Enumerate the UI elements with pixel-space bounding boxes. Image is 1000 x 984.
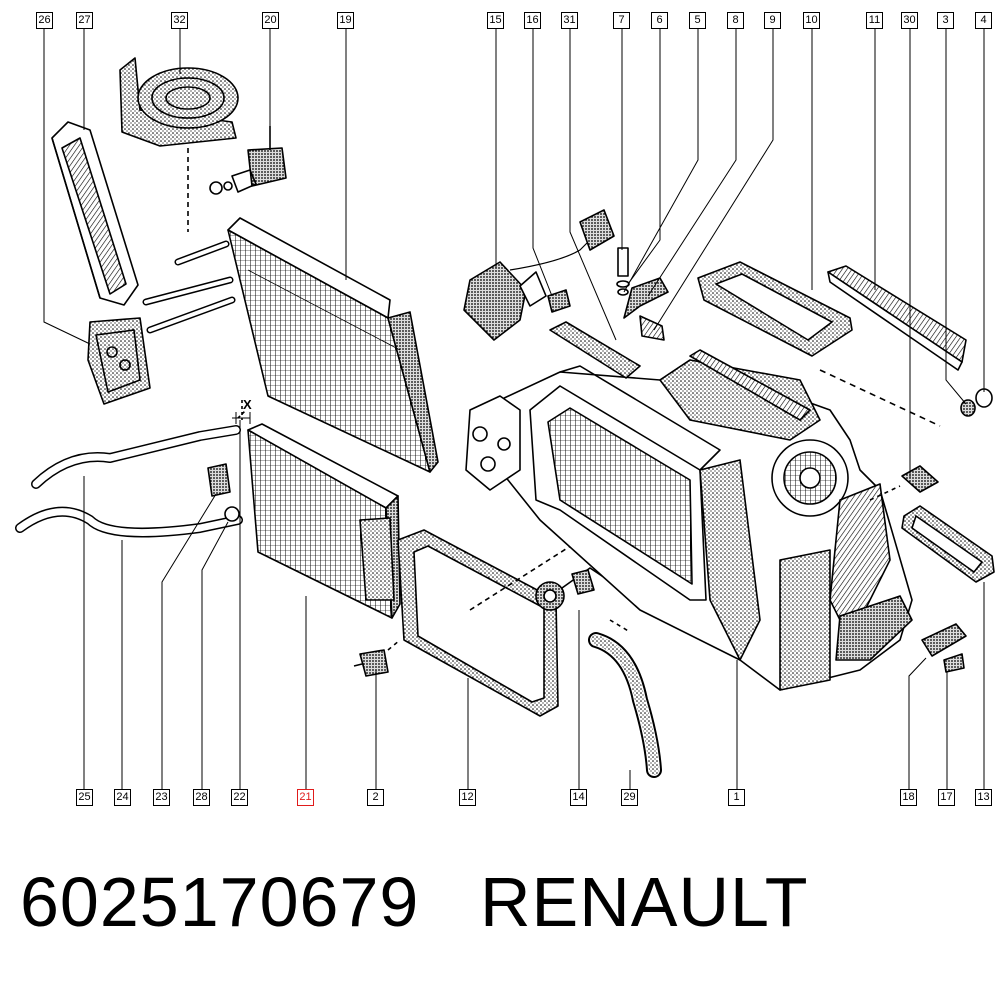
filter-frame-part bbox=[51, 121, 139, 306]
callout-3[interactable]: 3 bbox=[937, 12, 954, 29]
callout-26[interactable]: 26 bbox=[36, 12, 53, 29]
callout-28[interactable]: 28 bbox=[193, 789, 210, 806]
callout-17[interactable]: 17 bbox=[938, 789, 955, 806]
screw-part bbox=[353, 639, 401, 677]
evaporator-part bbox=[142, 217, 439, 473]
fan-wheel-part bbox=[535, 567, 609, 611]
actuator-part bbox=[463, 209, 641, 379]
callout-13[interactable]: 13 bbox=[975, 789, 992, 806]
callout-25[interactable]: 25 bbox=[76, 789, 93, 806]
dimension-x-label: X bbox=[243, 397, 252, 412]
callout-10[interactable]: 10 bbox=[803, 12, 820, 29]
leader-lines bbox=[43, 28, 985, 790]
foam-roll-part bbox=[119, 57, 239, 232]
pad-part bbox=[869, 465, 939, 501]
part-number-caption: 6025170679 bbox=[20, 863, 420, 941]
hvac-housing-part bbox=[465, 349, 913, 691]
callout-14[interactable]: 14 bbox=[570, 789, 587, 806]
pollen-filter-part bbox=[827, 265, 967, 371]
heater-hoses-part bbox=[15, 400, 247, 538]
brand-caption: RENAULT bbox=[480, 863, 809, 941]
drain-hose-part bbox=[588, 619, 662, 778]
frame-seal-part bbox=[697, 261, 853, 357]
callout-9[interactable]: 9 bbox=[764, 12, 781, 29]
callout-20[interactable]: 20 bbox=[262, 12, 279, 29]
callout-6[interactable]: 6 bbox=[651, 12, 668, 29]
callout-7[interactable]: 7 bbox=[613, 12, 630, 29]
callout-31[interactable]: 31 bbox=[561, 12, 578, 29]
callout-8[interactable]: 8 bbox=[727, 12, 744, 29]
plug-parts bbox=[819, 369, 993, 427]
callout-23[interactable]: 23 bbox=[153, 789, 170, 806]
expansion-valve-part bbox=[209, 126, 287, 195]
callout-24[interactable]: 24 bbox=[114, 789, 131, 806]
callout-11[interactable]: 11 bbox=[866, 12, 883, 29]
blower-module-part bbox=[87, 317, 151, 405]
callout-19[interactable]: 19 bbox=[337, 12, 354, 29]
seal-gasket-part bbox=[397, 529, 581, 717]
callout-1[interactable]: 1 bbox=[728, 789, 745, 806]
callout-4[interactable]: 4 bbox=[975, 12, 992, 29]
callout-12[interactable]: 12 bbox=[459, 789, 476, 806]
callout-16[interactable]: 16 bbox=[524, 12, 541, 29]
heater-core-part bbox=[247, 423, 401, 619]
clip-part bbox=[207, 463, 240, 522]
fastener-parts bbox=[616, 247, 669, 341]
callout-27[interactable]: 27 bbox=[76, 12, 93, 29]
duct-seal-part bbox=[901, 505, 995, 583]
callout-15[interactable]: 15 bbox=[487, 12, 504, 29]
callout-32[interactable]: 32 bbox=[171, 12, 188, 29]
grommet-parts bbox=[921, 623, 967, 673]
callout-22[interactable]: 22 bbox=[231, 789, 248, 806]
callout-18[interactable]: 18 bbox=[900, 789, 917, 806]
callout-5[interactable]: 5 bbox=[689, 12, 706, 29]
callout-2[interactable]: 2 bbox=[367, 789, 384, 806]
callout-30[interactable]: 30 bbox=[901, 12, 918, 29]
callout-29[interactable]: 29 bbox=[621, 789, 638, 806]
callout-21-highlighted[interactable]: 21 bbox=[297, 789, 314, 806]
